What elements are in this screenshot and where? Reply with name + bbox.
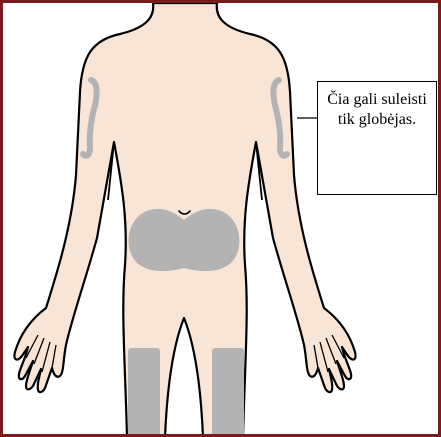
left-thigh-injection-site — [128, 348, 160, 437]
callout-text: Čia gali suleisti tik globėjas. — [327, 90, 427, 130]
right-thigh-injection-site — [212, 348, 244, 437]
callout-box: Čia gali suleisti tik globėjas. — [317, 81, 437, 195]
